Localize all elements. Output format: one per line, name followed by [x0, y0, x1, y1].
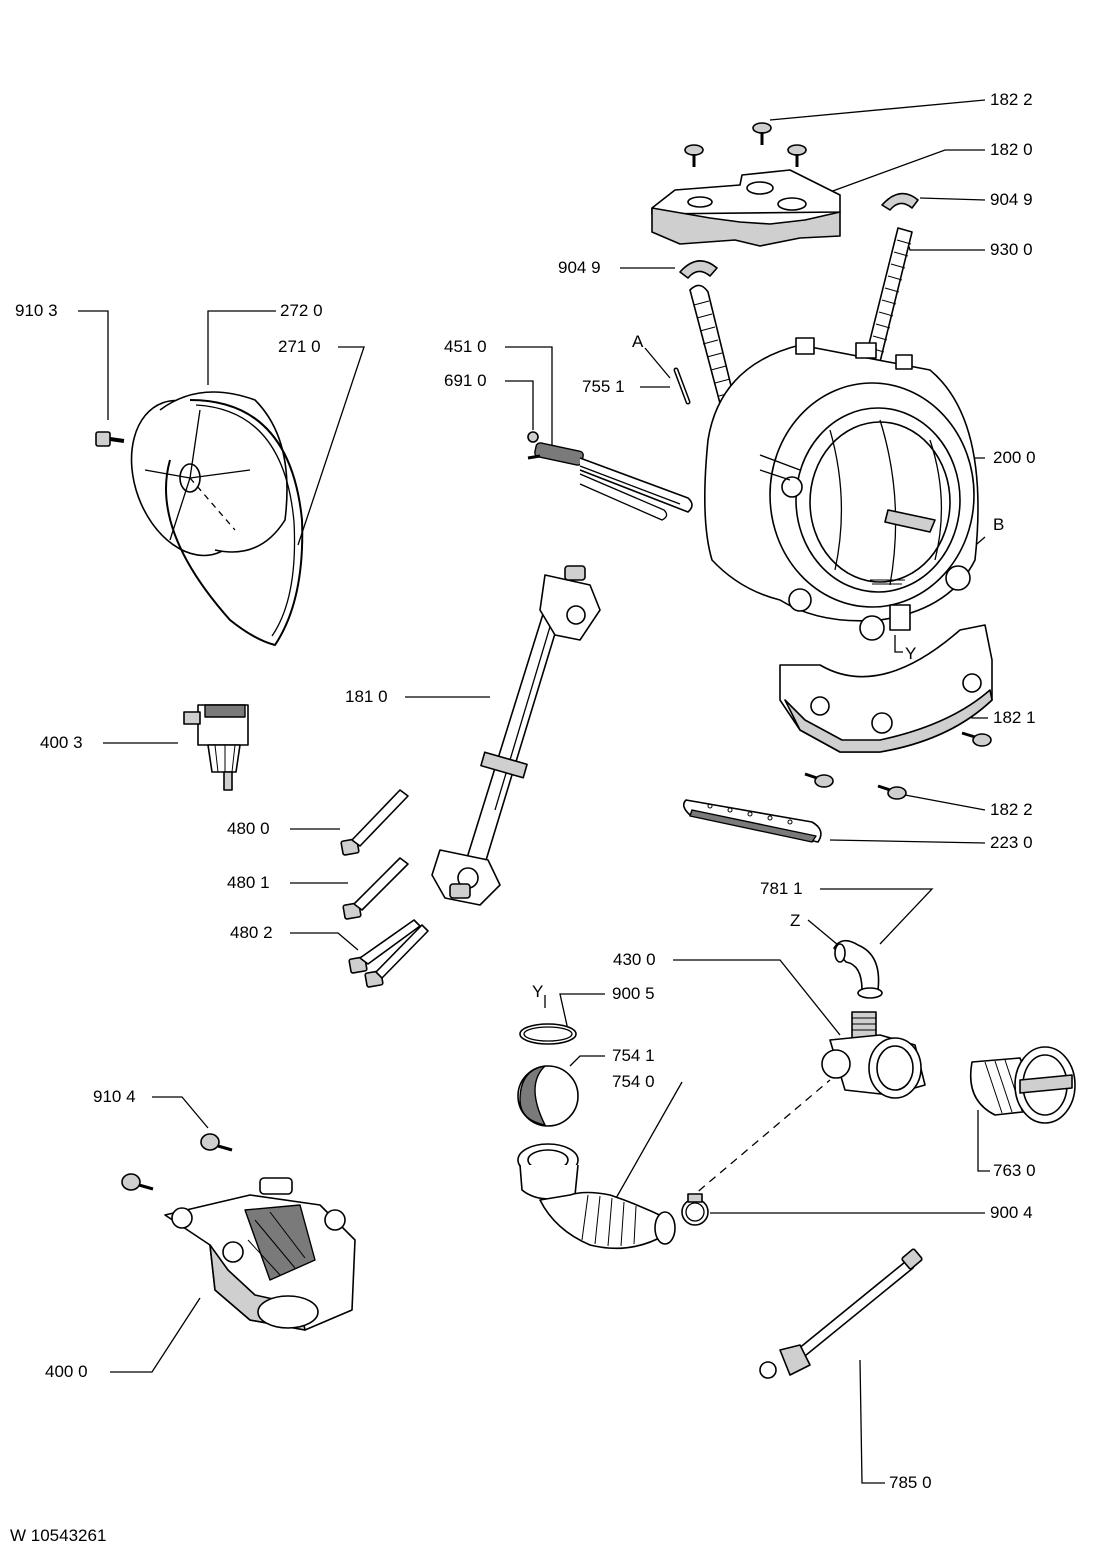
screw-top-left: [684, 144, 704, 167]
screw-top-center: [752, 122, 772, 145]
callout-910-4: 910 4: [93, 1087, 136, 1106]
bolt-480-1: [342, 857, 409, 920]
callout-910-3: 910 3: [15, 301, 58, 320]
pump-filter: [969, 1046, 1076, 1124]
callout-480-1: 480 1: [227, 873, 270, 892]
reference-Z: Z: [790, 911, 801, 930]
callout-271-0: 271 0: [278, 337, 321, 356]
top-counterweight: [651, 169, 841, 247]
pump-screw-left: [121, 1173, 154, 1191]
reference-A: A: [632, 332, 644, 351]
callout-930-0: 930 0: [990, 240, 1033, 259]
callout-182-1: 182 1: [993, 708, 1036, 727]
callout-904-9-right: 904 9: [990, 190, 1033, 209]
hose-elbow: [833, 939, 883, 999]
bolt-480-0: [340, 789, 409, 856]
screw-bottom-right: [961, 731, 992, 747]
callout-400-0: 400 0: [45, 1362, 88, 1381]
sump-hose: [517, 1143, 676, 1250]
callout-181-0: 181 0: [345, 687, 388, 706]
corrugated-hose-right: [863, 227, 913, 371]
drum-paddle: [682, 799, 822, 843]
callout-900-4: 900 4: [990, 1203, 1033, 1222]
callout-272-0: 272 0: [280, 301, 323, 320]
callout-480-0: 480 0: [227, 819, 270, 838]
bottom-counterweight: [779, 624, 993, 753]
callout-754-0: 754 0: [612, 1072, 655, 1091]
drain-hose: [759, 1248, 923, 1379]
pump-screw-910-4: [200, 1133, 233, 1152]
document-code: W 10543261: [10, 1526, 107, 1545]
bolt-480-2: [348, 919, 429, 988]
pulley-bolt: [95, 431, 125, 447]
reference-B: B: [993, 515, 1005, 534]
callout-200-0: 200 0: [993, 448, 1036, 467]
callout-182-2-top: 182 2: [990, 90, 1033, 109]
callout-754-1: 754 1: [612, 1046, 655, 1065]
heater-element: [527, 431, 693, 521]
check-ball: [517, 1065, 579, 1127]
shock-absorber: [431, 565, 601, 906]
callout-785-0: 785 0: [889, 1473, 932, 1492]
reference-Y-top: Y: [905, 644, 917, 663]
callout-480-2: 480 2: [230, 923, 273, 942]
callout-430-0: 430 0: [613, 950, 656, 969]
pulley: [130, 391, 288, 557]
screw-bottom-mid: [804, 772, 834, 788]
screw-bottom-left: [877, 784, 907, 800]
hose-clamp-right: [881, 192, 919, 211]
callout-223-0: 223 0: [990, 833, 1033, 852]
callout-755-1: 755 1: [582, 377, 625, 396]
reference-Y-bottom: Y: [532, 982, 544, 1001]
callout-182-0: 182 0: [990, 140, 1033, 159]
callout-691-0: 691 0: [444, 371, 487, 390]
callout-182-2-bottom: 182 2: [990, 800, 1033, 819]
callout-781-1: 781 1: [760, 879, 803, 898]
callout-904-9-left: 904 9: [558, 258, 601, 277]
screw-top-right: [787, 144, 807, 167]
callout-763-0: 763 0: [993, 1161, 1036, 1180]
callout-400-3: 400 3: [40, 733, 83, 752]
callout-451-0: 451 0: [444, 337, 487, 356]
drain-pump-motor: [164, 1177, 356, 1331]
pump-filter-housing: [821, 1011, 926, 1099]
seal-ring: [519, 1023, 577, 1045]
drive-belt: [165, 399, 304, 647]
callout-900-5: 900 5: [612, 984, 655, 1003]
hose-clamp: [681, 1193, 709, 1226]
tub: [704, 337, 979, 641]
pin: [673, 367, 691, 405]
control-module: [183, 704, 249, 791]
hose-clamp-left: [679, 260, 718, 279]
